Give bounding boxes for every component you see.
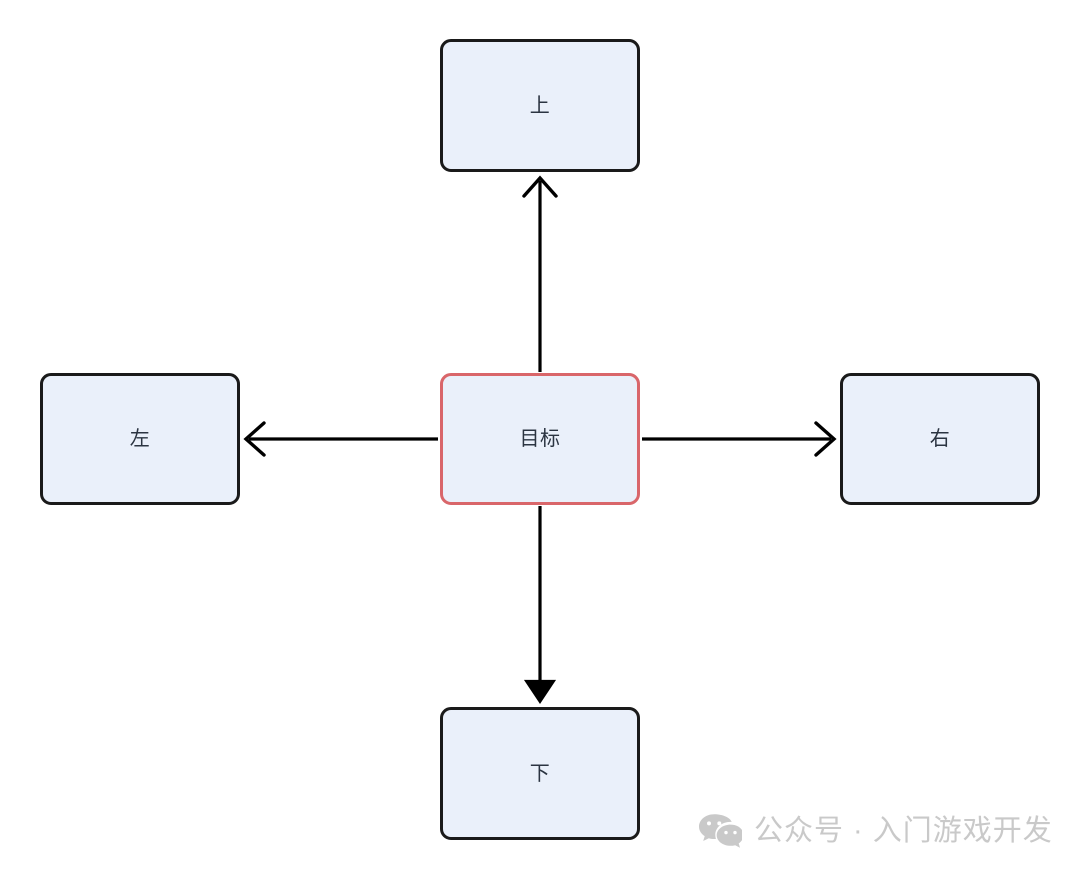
watermark-text: 公众号 · 入门游戏开发 — [754, 814, 1053, 847]
node-right-label: 右 — [929, 428, 951, 450]
node-left-label: 左 — [129, 428, 151, 450]
watermark: 公众号 · 入门游戏开发 — [698, 812, 1053, 850]
edge-target-left — [243, 421, 438, 457]
node-down-label: 下 — [529, 762, 551, 785]
wechat-logo-icon — [699, 814, 742, 848]
node-target[interactable]: 目标 — [440, 373, 640, 505]
edge-target-up-arrowhead — [522, 175, 558, 198]
edge-target-down — [523, 506, 557, 704]
edge-target-right — [642, 421, 837, 457]
node-down[interactable]: 下 — [440, 707, 640, 840]
edge-target-left-arrowhead — [243, 421, 266, 457]
edge-target-down-arrowhead — [523, 679, 557, 704]
edge-target-right-arrowhead — [814, 421, 837, 457]
edge-target-up — [522, 175, 558, 372]
node-up-label: 上 — [529, 94, 551, 117]
node-target-label: 目标 — [519, 428, 561, 450]
node-left[interactable]: 左 — [40, 373, 240, 505]
node-up[interactable]: 上 — [440, 39, 640, 172]
node-right[interactable]: 右 — [840, 373, 1040, 505]
